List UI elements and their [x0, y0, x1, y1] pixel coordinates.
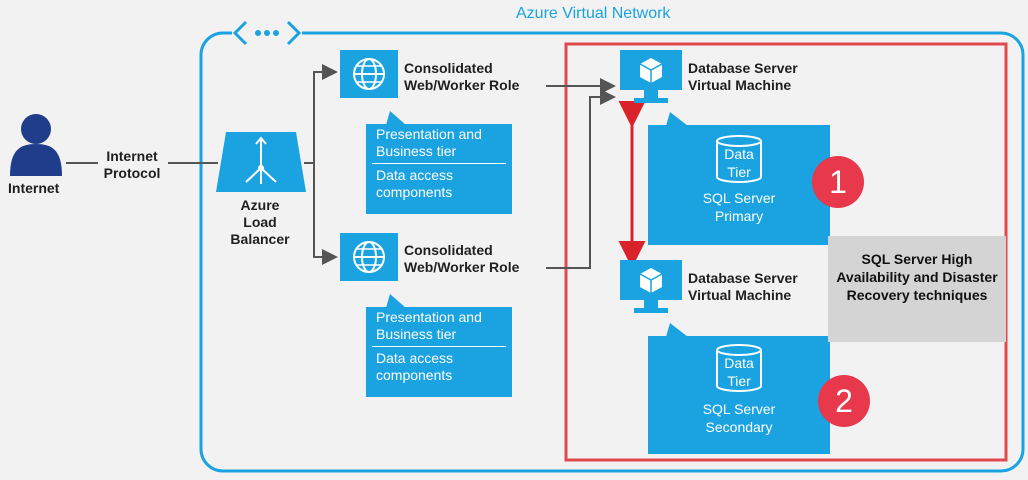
tier-label: Data Tier	[724, 355, 754, 389]
lb-label: Azure Load Balancer	[230, 197, 290, 247]
primary-label: SQL Server Primary	[702, 190, 776, 224]
protocol-label: Internet Protocol	[103, 148, 161, 181]
callout-access-text: Data access components	[376, 350, 454, 383]
person-icon	[8, 112, 64, 176]
db-highlight-frame	[564, 42, 1008, 462]
database-icon: Data Tier	[715, 344, 763, 392]
tier-label: Data Tier	[724, 146, 754, 180]
db-label: Database Server Virtual Machine	[688, 60, 798, 93]
role-label: Consolidated Web/Worker Role	[404, 242, 520, 275]
db-label: Database Server Virtual Machine	[688, 270, 798, 303]
monitor-cube-icon	[620, 260, 682, 316]
callout-tier-text: Presentation and Business tier	[376, 126, 482, 159]
vnet-frame	[199, 31, 1025, 473]
ha-label: SQL Server High Availability and Disaste…	[836, 251, 998, 303]
badge-2: 2	[818, 375, 870, 427]
vnet-label: Azure Virtual Network	[516, 5, 671, 22]
callout-access-text: Data access components	[376, 167, 454, 200]
role-label: Consolidated Web/Worker Role	[404, 60, 520, 93]
callout-tier-text: Presentation and Business tier	[376, 309, 482, 342]
badge-1: 1	[812, 156, 864, 208]
ha-techniques-box: SQL Server High Availability and Disaste…	[828, 236, 1006, 342]
role-callout: Presentation and Business tier Data acce…	[366, 294, 512, 397]
vnet-icon	[232, 18, 302, 48]
secondary-label: SQL Server Secondary	[702, 401, 776, 435]
load-balancer-icon	[216, 132, 306, 192]
globe-icon	[340, 233, 398, 281]
role-callout: Presentation and Business tier Data acce…	[366, 111, 512, 214]
monitor-cube-icon	[620, 50, 682, 106]
internet-label: Internet	[8, 180, 60, 196]
globe-icon	[340, 50, 398, 98]
database-icon: Data Tier	[715, 135, 763, 183]
sql-secondary-box: Data Tier SQL Server Secondary	[648, 323, 830, 454]
sql-primary-box: Data Tier SQL Server Primary	[648, 112, 830, 245]
